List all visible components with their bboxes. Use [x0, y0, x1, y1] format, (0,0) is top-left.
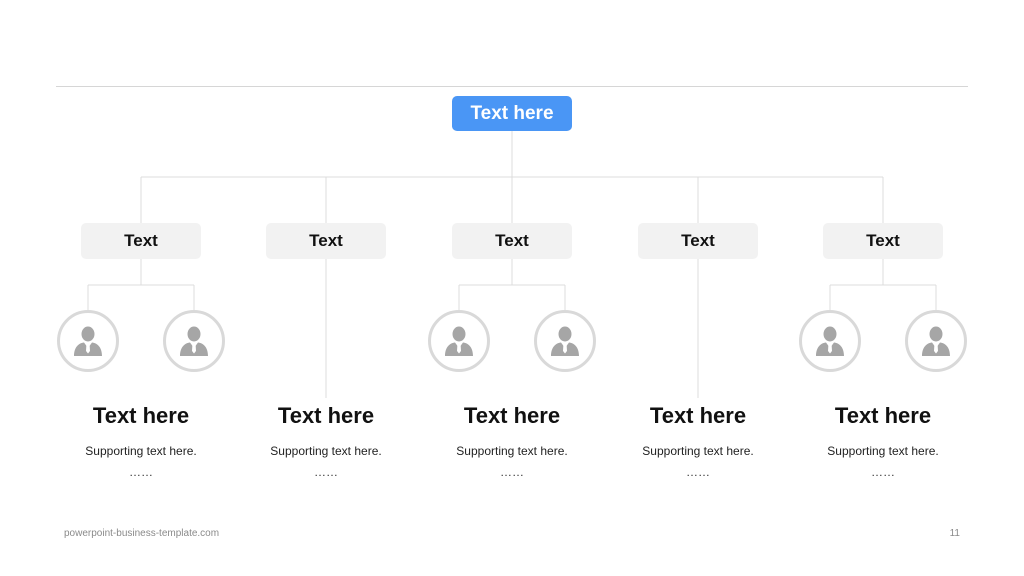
person-silhouette-icon: [180, 326, 208, 356]
column-supporting-text: Supporting text here.: [456, 444, 568, 458]
root-node: Text here: [452, 96, 572, 131]
column-ellipsis: ……: [129, 465, 153, 479]
person-silhouette-icon: [445, 326, 473, 356]
person-silhouette-icon: [551, 326, 579, 356]
avatar: [428, 310, 490, 372]
footer-site: powerpoint-business-template.com: [64, 528, 220, 539]
node-box-4: Text: [638, 223, 758, 259]
column-title: Text here: [649, 403, 747, 428]
person-silhouette-icon: [922, 326, 950, 356]
column-title: Text here: [834, 403, 932, 428]
column-supporting-text: Supporting text here.: [270, 444, 382, 458]
column-ellipsis: ……: [871, 465, 895, 479]
column-supporting-text: Supporting text here.: [827, 444, 939, 458]
column-ellipsis: ……: [686, 465, 710, 479]
column-supporting-text: Supporting text here.: [642, 444, 754, 458]
person-silhouette-icon: [816, 326, 844, 356]
avatar: [534, 310, 596, 372]
column-supporting-text: Supporting text here.: [85, 444, 197, 458]
column-ellipsis: ……: [500, 465, 524, 479]
node-box-2: Text: [266, 223, 386, 259]
column-ellipsis: ……: [314, 465, 338, 479]
column-title: Text here: [463, 403, 561, 428]
avatar: [905, 310, 967, 372]
page-number: 11: [949, 528, 960, 539]
header-divider: [56, 86, 968, 87]
column-title: Text here: [277, 403, 375, 428]
person-silhouette-icon: [74, 326, 102, 356]
node-box-3: Text: [452, 223, 572, 259]
column-title: Text here: [92, 403, 190, 428]
avatar: [799, 310, 861, 372]
avatar: [163, 310, 225, 372]
node-box-5: Text: [823, 223, 943, 259]
avatar: [57, 310, 119, 372]
node-box-1: Text: [81, 223, 201, 259]
